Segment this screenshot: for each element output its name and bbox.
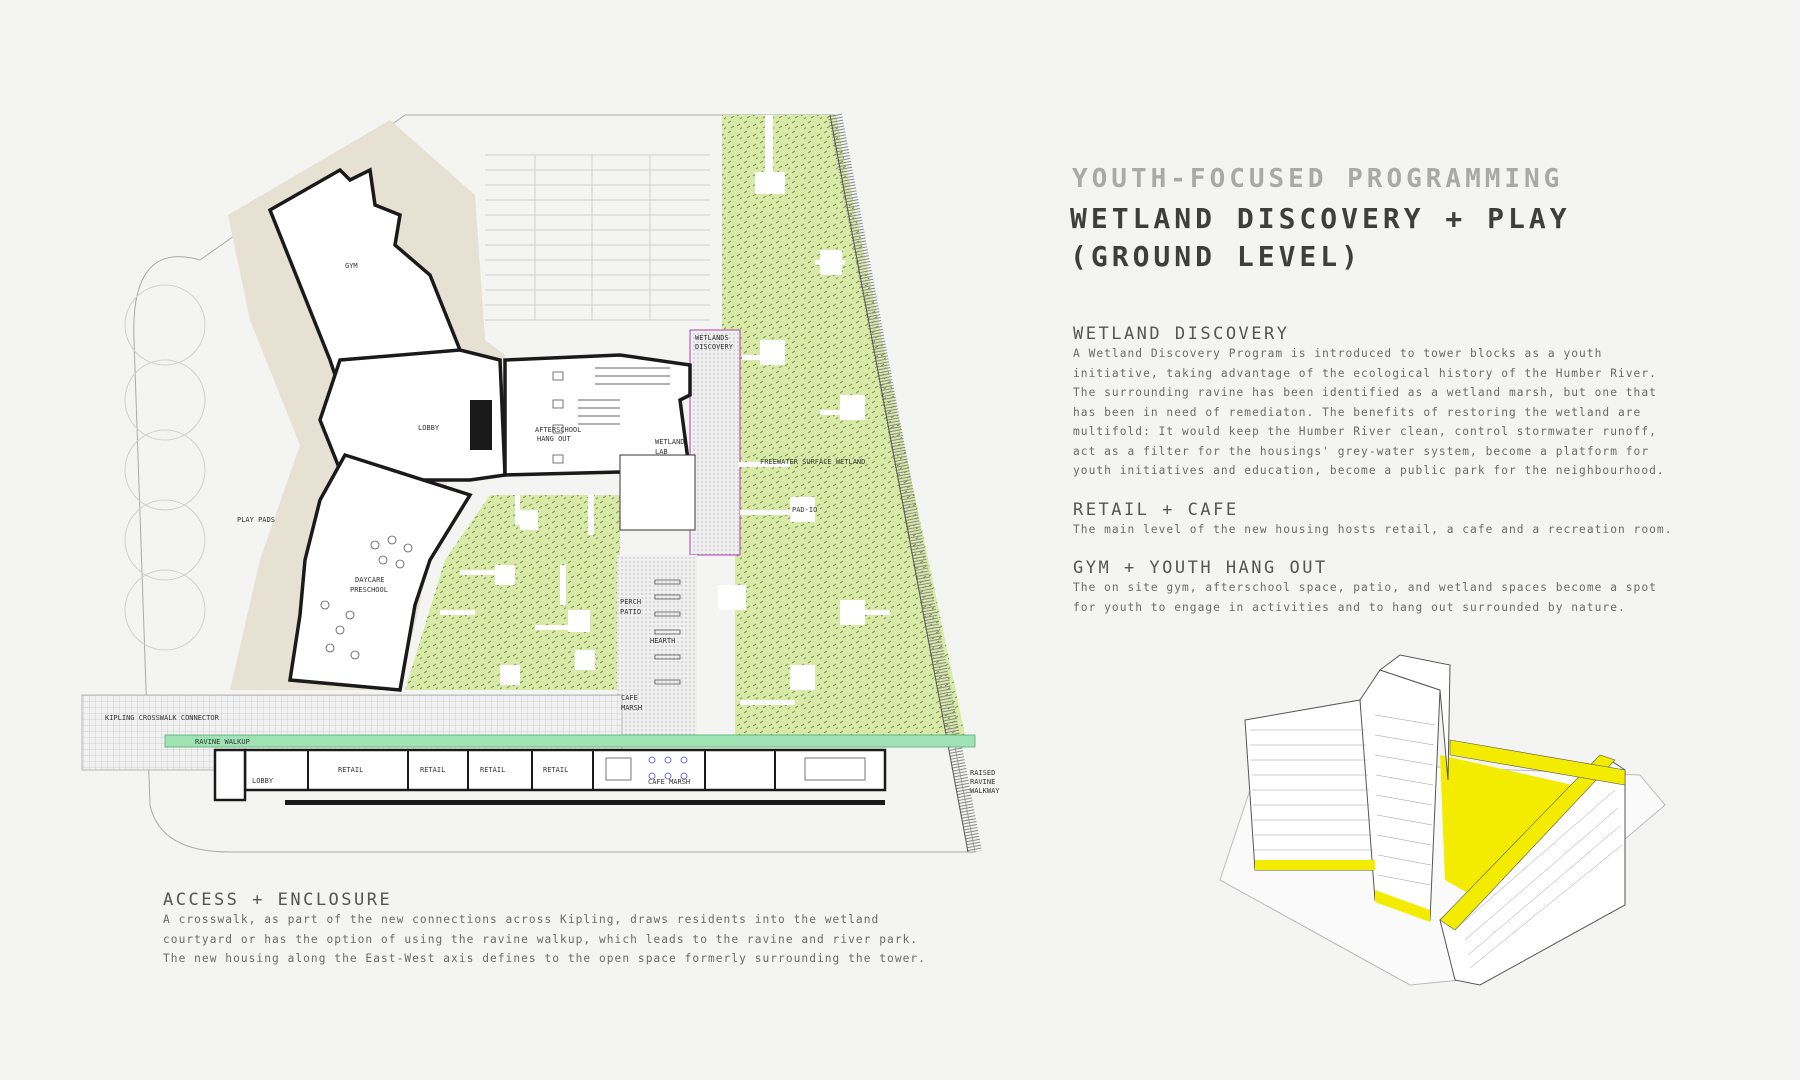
marsh-paths — [440, 115, 890, 705]
label-cafe-marsh-bottom: CAFE MARSH — [648, 778, 690, 786]
retail-text-line: The main level of the new housing hosts … — [1073, 523, 1673, 536]
wetland-text-line: A Wetland Discovery Program is introduce… — [1073, 347, 1603, 360]
label-afterschool-2: HANG OUT — [537, 435, 572, 443]
label-retail-3: RETAIL — [480, 766, 505, 774]
label-wetland-lab-2: LAB — [655, 448, 668, 456]
cafe-furniture — [648, 756, 688, 780]
access-enclosure-text: A crosswalk, as part of the new connecti… — [163, 910, 983, 969]
label-play-pads: PLAY PADS — [237, 516, 275, 524]
page-title-line-1: WETLAND DISCOVERY + PLAY — [1070, 202, 1571, 235]
housing-ground-floor — [213, 748, 887, 802]
wetlands-discovery-strip — [689, 329, 741, 556]
retail-cafe-section: RETAIL + CAFE The main level of the new … — [1073, 500, 1773, 540]
access-text-line: courtyard or has the option of using the… — [163, 932, 919, 946]
header-kicker: YOUTH-FOCUSED PROGRAMMING — [1072, 164, 1564, 194]
label-gym: GYM — [345, 262, 358, 270]
housing-back-wall — [285, 800, 885, 805]
freewater-wetland — [722, 115, 965, 735]
tower-footprint — [267, 167, 693, 692]
stair-lines — [578, 367, 670, 425]
label-raised-2: RAVINE — [970, 778, 995, 786]
ravine-walkup — [164, 734, 976, 748]
parking-stalls — [485, 154, 710, 321]
axonometric-diagram — [1219, 654, 1666, 986]
label-wetlands-discovery-2: DISCOVERY — [695, 343, 734, 351]
label-raised-3: WALKWAY — [970, 787, 1000, 795]
gym-text-line: for youth to engage in activities and to… — [1073, 600, 1626, 614]
wetland-text-line: act as a filter for the housings' grey-w… — [1073, 444, 1650, 458]
axo-facade-lines — [1250, 714, 1623, 969]
wetland-lab-room — [619, 454, 696, 531]
label-perch-1: PERCH — [620, 598, 641, 606]
label-wetland-lab-1: WETLAND — [655, 438, 685, 446]
label-raised-1: RAISED — [970, 769, 995, 777]
gym-text-line: The on site gym, afterschool space, pati… — [1073, 581, 1657, 594]
label-lobby-bottom: LOBBY — [252, 777, 274, 785]
wetland-text-line: multifold: It would keep the Humber Rive… — [1073, 425, 1657, 438]
label-cafe-marsh-1: CAFE — [621, 694, 638, 702]
furniture — [320, 371, 681, 685]
gym-youth-heading: GYM + YOUTH HANG OUT — [1073, 558, 1328, 578]
wetland-discovery-text: A Wetland Discovery Program is introduce… — [1073, 344, 1773, 481]
label-lobby: LOBBY — [418, 424, 440, 432]
label-pad-io: PAD-IO — [792, 506, 817, 514]
axo-yellow-base — [1255, 860, 1430, 922]
label-freewater: FREEWATER SURFACE WETLAND — [760, 458, 865, 466]
page-title-line-2: (GROUND LEVEL) — [1070, 240, 1363, 273]
ravine-stair-edge — [828, 113, 982, 854]
label-retail-4: RETAIL — [543, 766, 568, 774]
label-daycare-2: PRESCHOOL — [350, 586, 388, 594]
axo-tower-left — [1244, 699, 1376, 871]
perch-patio-strip — [617, 555, 697, 735]
retail-cafe-heading: RETAIL + CAFE — [1073, 500, 1239, 520]
stair-core — [470, 400, 492, 450]
access-text-line: The new housing along the East-West axis… — [163, 952, 926, 965]
wetland-text-line: youth initiatives and education, become … — [1073, 464, 1665, 477]
axo-housing-top — [1439, 754, 1616, 931]
label-wetlands-discovery-1: WETLANDS — [695, 334, 729, 342]
label-retail-1: RETAIL — [338, 766, 363, 774]
access-text-line: A crosswalk, as part of the new connecti… — [163, 913, 880, 926]
axo-courtyard — [1440, 755, 1595, 900]
wetland-text-line: The surrounding ravine has been identifi… — [1073, 386, 1657, 399]
label-hearth: HEARTH — [650, 637, 675, 645]
access-enclosure-section: ACCESS + ENCLOSURE A crosswalk, as part … — [163, 890, 983, 969]
axo-back-wall — [1449, 739, 1626, 786]
courtyard-wetland — [405, 495, 620, 690]
label-perch-2: PATIO — [620, 608, 641, 616]
site-boundary — [133, 114, 976, 853]
label-afterschool-1: AFTERSCHOOL — [535, 426, 581, 434]
wetland-discovery-section: WETLAND DISCOVERY A Wetland Discovery Pr… — [1073, 324, 1773, 481]
label-daycare-1: DAYCARE — [355, 576, 385, 584]
access-enclosure-heading: ACCESS + ENCLOSURE — [163, 890, 393, 910]
axo-tower-back — [1378, 654, 1451, 781]
label-retail-2: RETAIL — [420, 766, 445, 774]
label-ravine-walkup: RAVINE WALKUP — [195, 738, 250, 746]
plan-labels: GYM LOBBY AFTERSCHOOL HANG OUT WETLAND L… — [105, 262, 1000, 795]
wetland-text-line: initiative, taking advantage of the ecol… — [1073, 366, 1657, 380]
wetland-text-line: has been in need of remediaton. The bene… — [1073, 405, 1642, 419]
housing-partitions — [307, 750, 776, 790]
label-cafe-marsh-2: MARSH — [621, 704, 642, 712]
play-pad-circles — [124, 284, 206, 651]
label-kipling-crosswalk: KIPLING CROSSWALK CONNECTOR — [105, 714, 220, 722]
gym-youth-section: GYM + YOUTH HANG OUT The on site gym, af… — [1073, 558, 1773, 617]
wetland-discovery-heading: WETLAND DISCOVERY — [1073, 324, 1290, 344]
gym-youth-text: The on site gym, afterschool space, pati… — [1073, 578, 1773, 617]
